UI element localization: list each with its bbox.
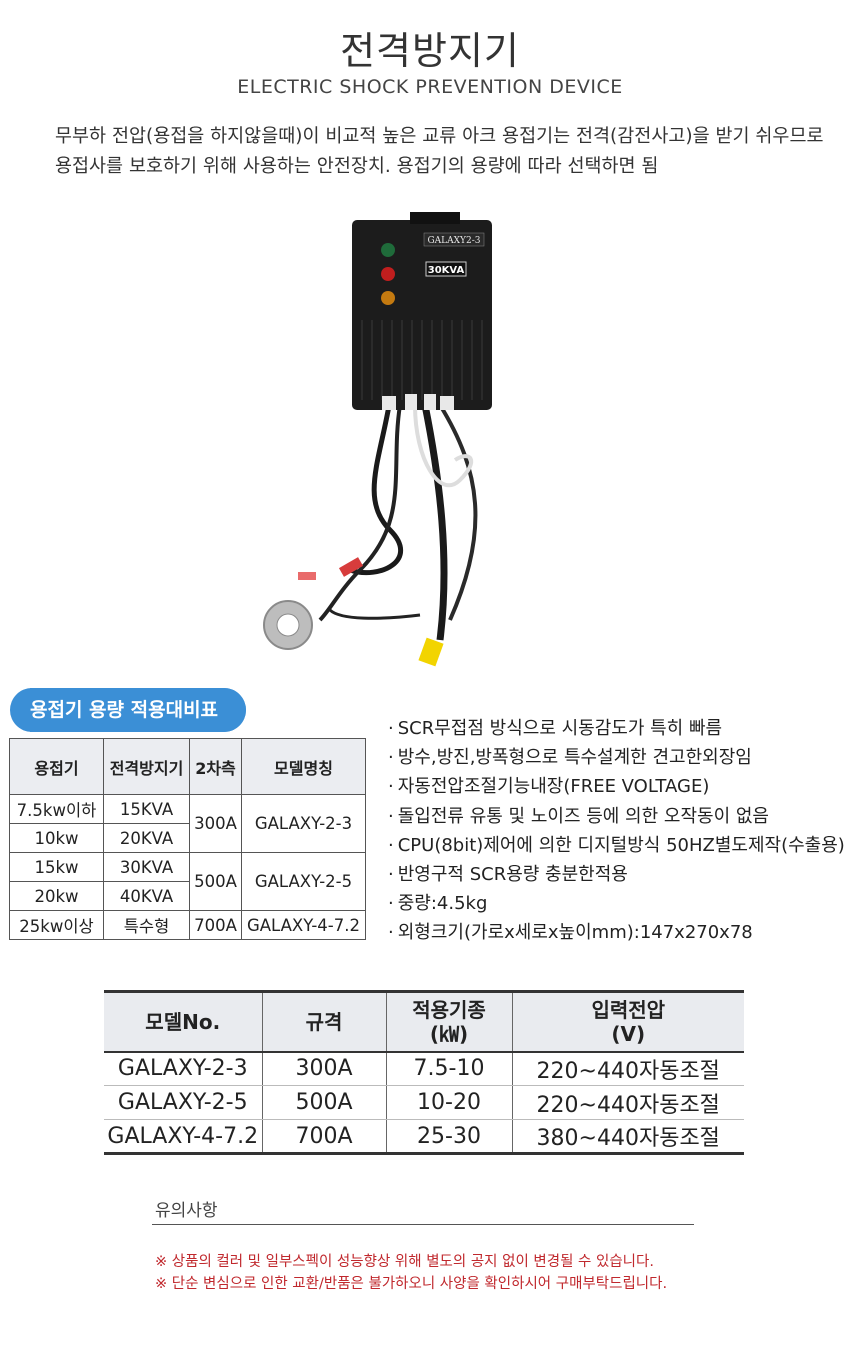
page-subtitle: ELECTRIC SHOCK PREVENTION DEVICE (237, 76, 623, 98)
compat-cell-model: GALAXY-2-3 (241, 794, 366, 853)
compat-cell-secondary: 500A (189, 852, 242, 911)
table-row: 7.5kw이하 15KVA 300A GALAXY-2-3 (9, 794, 366, 853)
compat-cell-model: GALAXY-2-5 (241, 852, 366, 911)
feature-item: 반영구적 SCR용량 충분한적용 (388, 860, 845, 889)
compat-cell-model: GALAXY-4-7.2 (241, 910, 366, 940)
spec-cell: 7.5-10 (385, 1051, 512, 1086)
intro-line-2: 용접사를 보호하기 위해 사용하는 안전장치. 용접기의 용량에 따라 선택하면… (55, 156, 659, 177)
spec-cell: 500A (261, 1085, 386, 1120)
spec-cell: GALAXY-2-3 (104, 1051, 262, 1086)
product-image: GALAXY2-3 30KVA (263, 212, 492, 667)
compat-header-model: 모델명칭 (241, 738, 366, 795)
notes-title: 유의사항 (155, 1201, 218, 1221)
notes-divider (152, 1224, 694, 1225)
spec-cell: 300A (261, 1051, 386, 1086)
compat-cell-device: 30KVA (103, 852, 190, 882)
compat-cell-welder: 20kw (9, 881, 104, 911)
spec-cell: 220~440자동조절 (511, 1085, 744, 1120)
compat-cell-device: 15KVA (103, 794, 190, 824)
compat-header-secondary: 2차측 (189, 738, 242, 795)
compat-cell-secondary: 300A (189, 794, 242, 853)
spec-header-voltage: 입력전압 (V) (511, 990, 744, 1053)
table-row: GALAXY-4-7.2 700A 25-30 380~440자동조절 (104, 1119, 744, 1155)
page-title: 전격방지기 (340, 29, 520, 73)
feature-item: 자동전압조절기능내장(FREE VOLTAGE) (388, 772, 845, 801)
intro-text: 무부하 전압(용접을 하지않을때)이 비교적 높은 교류 아크 용접기는 전격(… (55, 122, 835, 182)
compat-cell-welder: 25kw이상 (9, 910, 104, 940)
spec-header-rating: 규격 (261, 990, 386, 1053)
compat-table: 용접기 전격방지기 2차측 모델명칭 7.5kw이하 15KVA 300A GA… (9, 738, 366, 940)
compat-cell-welder: 10kw (9, 823, 104, 853)
note-item: ※ 상품의 컬러 및 일부스펙이 성능향상 위해 별도의 공지 없이 변경될 수… (155, 1254, 654, 1270)
compat-header-welder: 용접기 (9, 738, 104, 795)
product-model-label: GALAXY2-3 (427, 236, 480, 246)
compat-cell-welder: 7.5kw이하 (9, 794, 104, 824)
compat-header-device: 전격방지기 (103, 738, 190, 795)
compat-cell-welder: 15kw (9, 852, 104, 882)
feature-item: 외형크기(가로x세로x높이mm):147x270x78 (388, 918, 845, 947)
compat-cell-device: 20KVA (103, 823, 190, 853)
spec-cell: GALAXY-2-5 (104, 1085, 262, 1120)
compat-cell-device: 특수형 (103, 910, 190, 940)
compat-header-row: 용접기 전격방지기 2차측 모델명칭 (9, 738, 366, 795)
spec-cell: 380~440자동조절 (511, 1119, 744, 1155)
product-capacity-label: 30KVA (428, 265, 465, 276)
table-row: 10kw 20KVA (9, 823, 366, 853)
table-row: 20kw 40KVA (9, 881, 366, 911)
feature-item: SCR무접점 방식으로 시동감도가 특히 빠름 (388, 714, 845, 743)
feature-item: CPU(8bit)제어에 의한 디지털방식 50HZ별도제작(수출용) (388, 831, 845, 860)
table-row: GALAXY-2-3 300A 7.5-10 220~440자동조절 (104, 1051, 744, 1086)
intro-line-1: 무부하 전압(용접을 하지않을때)이 비교적 높은 교류 아크 용접기는 전격(… (55, 126, 824, 147)
table-row: 25kw이상 특수형 700A GALAXY-4-7.2 (9, 910, 366, 940)
feature-item: 중량:4.5kg (388, 889, 845, 918)
compat-cell-device: 40KVA (103, 881, 190, 911)
spec-cell: 220~440자동조절 (511, 1051, 744, 1086)
note-item: ※ 단순 변심으로 인한 교환/반품은 불가하오니 사양을 확인하시어 구매부탁… (155, 1276, 668, 1292)
spec-cell: 25-30 (385, 1119, 512, 1155)
feature-item: 방수,방진,방폭형으로 특수설계한 견고한외장임 (388, 743, 845, 772)
spec-header-model: 모델No. (104, 990, 262, 1053)
compat-table-badge: 용접기 용량 적용대비표 (10, 688, 246, 732)
spec-header-row: 모델No. 규격 적용기종 (㎾) 입력전압 (V) (104, 990, 744, 1053)
feature-item: 돌입전류 유통 및 노이즈 등에 의한 오작동이 없음 (388, 802, 845, 831)
spec-cell: GALAXY-4-7.2 (104, 1119, 262, 1155)
spec-header-applicable: 적용기종 (㎾) (385, 990, 512, 1053)
table-row: 15kw 30KVA 500A GALAXY-2-5 (9, 852, 366, 911)
spec-cell: 700A (261, 1119, 386, 1155)
spec-cell: 10-20 (385, 1085, 512, 1120)
compat-cell-secondary: 700A (189, 910, 242, 940)
table-row: GALAXY-2-5 500A 10-20 220~440자동조절 (104, 1085, 744, 1120)
spec-table: 모델No. 규격 적용기종 (㎾) 입력전압 (V) GALAXY-2-3 30… (104, 990, 744, 1155)
feature-list: SCR무접점 방식으로 시동감도가 특히 빠름 방수,방진,방폭형으로 특수설계… (388, 714, 845, 948)
